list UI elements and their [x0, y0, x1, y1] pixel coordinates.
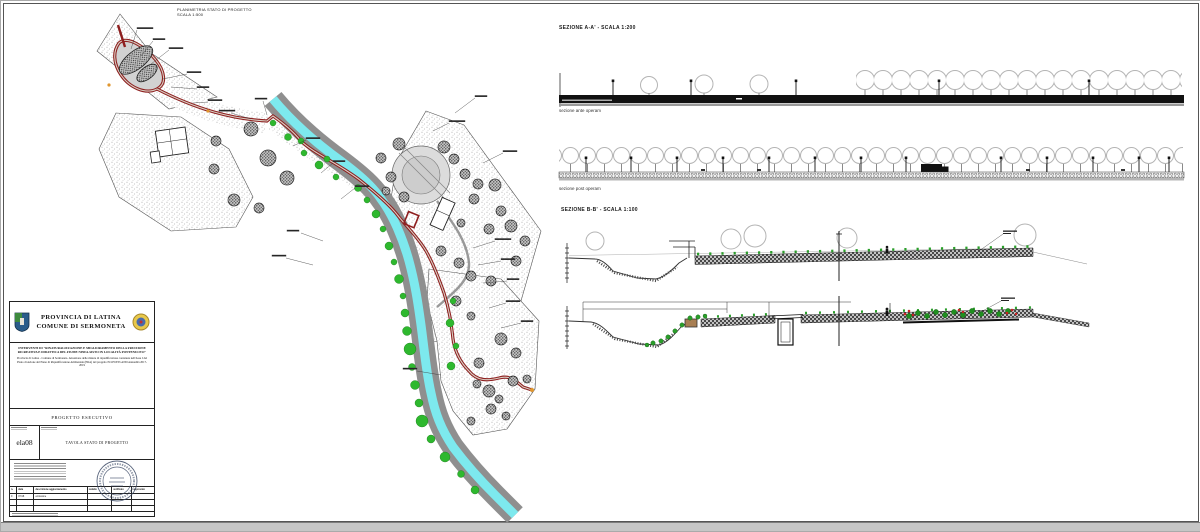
road-band [559, 95, 1184, 103]
person-figure [885, 245, 889, 254]
authority-names: PROVINCIA DI LATINA COMUNE DI SERMONETA [30, 314, 132, 330]
rev-col-approvato: approvato [133, 488, 145, 491]
tree-row [559, 144, 1183, 172]
sheet-title-cell: TAVOLA STATO DI PROGETTO [40, 426, 154, 459]
signature-area [10, 460, 154, 486]
province-name: PROVINCIA DI LATINA [40, 314, 122, 321]
code-corner-label [11, 427, 27, 430]
title-block: PROVINCIA DI LATINA COMUNE DI SERMONETA … [9, 301, 155, 517]
buildings [149, 126, 456, 232]
gabion [684, 318, 698, 328]
circular-plaza [391, 145, 471, 308]
river [264, 91, 523, 523]
rev-col-verificato: verificato [112, 487, 133, 493]
plan-annotations [130, 27, 534, 376]
sheet-title: TAVOLA STATO DI PROGETTO [65, 440, 129, 445]
section-b-profile-2 [565, 296, 1090, 349]
plan-trees-dark [208, 121, 532, 426]
section-b-label: SEZIONE B-B' - SCALA 1:100 [561, 207, 638, 213]
vegetated-bank-band [694, 247, 1034, 265]
plan-title-line: PLANIMETRIA STATO DI PROGETTO [177, 7, 252, 12]
rev-col-desc: descrizione aggiornamento [34, 487, 88, 493]
revision-header-row: n. data descrizione aggiornamento redatt… [10, 487, 154, 494]
dimension-lines [582, 301, 851, 322]
revision-table: n. data descrizione aggiornamento redatt… [10, 486, 154, 512]
revision-row [10, 506, 154, 512]
planter-row [902, 308, 1020, 324]
title-block-header: PROVINCIA DI LATINA COMUNE DI SERMONETA [10, 302, 154, 342]
project-title: INTERVENTI DI "RINATURALIZZAZIONE E MIGL… [17, 346, 147, 354]
designer-info-text [14, 463, 66, 481]
revision-row: 0 07/18 emissione [10, 494, 154, 500]
section-a-post [558, 144, 1185, 181]
section-a-label: SEZIONE A-A' - SCALA 1:200 [559, 25, 636, 31]
loop-trail [113, 24, 166, 93]
section-a-ante-label: sezione ante operam [559, 108, 602, 113]
municipality-name: COMUNE DI SERMONETA [36, 323, 126, 330]
plan-trees-green [269, 119, 480, 495]
slope-planting [644, 313, 708, 348]
sheet-code: ela08 [16, 438, 33, 447]
plan-scale-line: SCALA 1:500 [177, 12, 204, 17]
red-trail [107, 83, 534, 392]
revision-row [10, 500, 154, 506]
bottom-scroll-strip[interactable] [1, 522, 1200, 531]
project-description: INTERVENTI DI "RINATURALIZZAZIONE E MIGL… [10, 342, 154, 408]
province-crest-icon [14, 312, 30, 332]
plan-title: PLANIMETRIA STATO DI PROGETTO SCALA 1:50… [177, 7, 252, 17]
rev-col-redatto: redatto [88, 487, 113, 493]
hydraulic-structure-box [777, 318, 794, 346]
title-corner-label [41, 427, 57, 430]
project-phase: PROGETTO ESECUTIVO [10, 408, 154, 426]
section-b-profile-1 [565, 223, 1088, 283]
site-plan [96, 13, 542, 523]
section-a-ante [559, 68, 1184, 107]
rev-col-n: n. [10, 487, 18, 493]
rev-col-data: data [17, 487, 35, 493]
project-subtitle: Provincia di Latina - Comune di Sermonet… [16, 356, 148, 368]
sheet-code-cell: ela08 [10, 426, 40, 459]
sheet-code-row: ela08 TAVOLA STATO DI PROGETTO [10, 426, 154, 460]
municipality-crest-icon [132, 313, 150, 331]
person-figure [885, 303, 891, 316]
round-stamp-icon [96, 460, 138, 502]
tree-row [856, 68, 1182, 96]
paved-band [558, 171, 1185, 179]
file-reference-text [12, 513, 58, 516]
section-a-post-label: sezione post operam [559, 186, 601, 191]
